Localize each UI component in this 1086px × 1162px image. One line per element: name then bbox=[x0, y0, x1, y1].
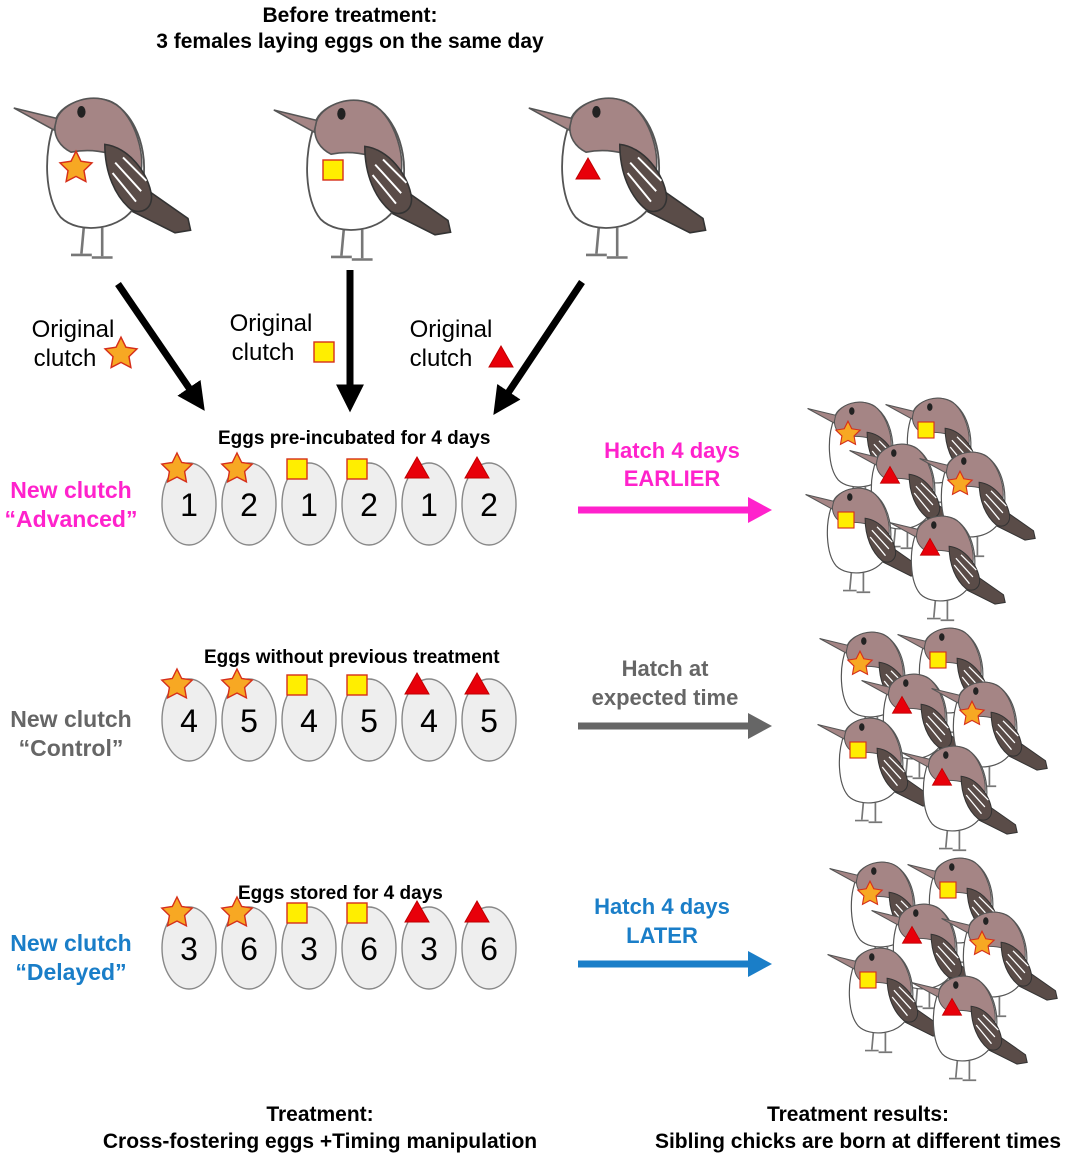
square-icon bbox=[346, 674, 368, 696]
arrow-clutch-star bbox=[115, 282, 205, 411]
header-subtitle: 3 females laying eggs on the same day bbox=[156, 30, 544, 53]
adult-bird-triangle bbox=[527, 96, 707, 259]
square-icon bbox=[939, 881, 957, 899]
egg: 2 bbox=[221, 452, 277, 546]
clutch-label-delayed: New clutch bbox=[10, 930, 132, 956]
egg: 1 bbox=[401, 456, 457, 546]
chick-group-advanced bbox=[804, 397, 1037, 622]
footer-right-title: Treatment results: bbox=[766, 1103, 950, 1126]
arrow-delayed bbox=[578, 951, 772, 977]
arrow-clutch-triangle bbox=[493, 280, 585, 415]
egg-row-control: 4 5 4 5 4 5 bbox=[161, 668, 517, 762]
egg-number: 6 bbox=[480, 931, 498, 967]
arrow-control bbox=[578, 713, 772, 739]
egg-number: 4 bbox=[180, 703, 198, 739]
egg-number: 3 bbox=[180, 931, 198, 967]
egg-number: 1 bbox=[180, 487, 198, 523]
egg-row-delayed: 3 6 3 6 3 6 bbox=[161, 896, 517, 990]
original-clutch-triangle-icon bbox=[488, 345, 514, 368]
egg: 2 bbox=[341, 458, 397, 546]
adult-bird-star bbox=[12, 96, 192, 259]
egg: 4 bbox=[161, 668, 217, 762]
original-clutch-square-icon bbox=[313, 341, 335, 363]
egg: 5 bbox=[341, 674, 397, 762]
egg: 3 bbox=[281, 902, 337, 990]
egg-number: 5 bbox=[240, 703, 258, 739]
egg-number: 6 bbox=[360, 931, 378, 967]
original-clutch-label-1: Original bbox=[31, 316, 115, 343]
egg-number: 6 bbox=[240, 931, 258, 967]
header-title: Before treatment: bbox=[262, 4, 438, 27]
egg-rows: 1 2 1 2 1 2 4 5 4 5 4 5 3 6 3 6 3 6 bbox=[161, 452, 517, 990]
egg-number: 2 bbox=[240, 487, 258, 523]
original-clutch-label-2: Original bbox=[229, 310, 313, 337]
adult-bird-square bbox=[272, 98, 452, 261]
square-icon bbox=[286, 674, 308, 696]
hatch-label-advanced: Hatch 4 days bbox=[604, 438, 740, 463]
chick-group-delayed bbox=[826, 857, 1059, 1082]
egg: 2 bbox=[461, 456, 517, 546]
chick-groups bbox=[804, 397, 1059, 1082]
egg-number: 4 bbox=[420, 703, 438, 739]
original-clutch-label-3-line2: clutch bbox=[409, 345, 473, 372]
square-icon bbox=[346, 902, 368, 924]
footer-left-subtitle: Cross-fostering eggs +Timing manipulatio… bbox=[102, 1130, 538, 1153]
clutch-label-advanced: New clutch bbox=[10, 477, 132, 503]
clutch-name-delayed: “Delayed” bbox=[15, 959, 127, 985]
egg: 6 bbox=[221, 896, 277, 990]
square-icon bbox=[346, 458, 368, 480]
footer-left-title: Treatment: bbox=[266, 1103, 374, 1126]
egg: 5 bbox=[461, 672, 517, 762]
egg-number: 5 bbox=[480, 703, 498, 739]
egg: 3 bbox=[161, 896, 217, 990]
egg: 5 bbox=[221, 668, 277, 762]
clutch-label-control: New clutch bbox=[10, 706, 132, 732]
egg-title-delayed: Eggs stored for 4 days bbox=[238, 883, 443, 904]
square-icon bbox=[849, 741, 867, 759]
egg-number: 5 bbox=[360, 703, 378, 739]
result-arrows bbox=[578, 497, 772, 977]
clutch-name-advanced: “Advanced” bbox=[4, 506, 138, 532]
egg-number: 3 bbox=[300, 931, 318, 967]
egg-number: 1 bbox=[420, 487, 438, 523]
egg-number: 1 bbox=[300, 487, 318, 523]
egg-number: 4 bbox=[300, 703, 318, 739]
hatch-sublabel-delayed: LATER bbox=[626, 923, 698, 948]
egg-number: 2 bbox=[480, 487, 498, 523]
square-icon bbox=[286, 458, 308, 480]
egg: 1 bbox=[281, 458, 337, 546]
egg-title-advanced: Eggs pre-incubated for 4 days bbox=[218, 428, 491, 449]
square-icon bbox=[859, 971, 877, 989]
egg: 6 bbox=[341, 902, 397, 990]
egg: 6 bbox=[461, 900, 517, 990]
chick-group-control bbox=[816, 627, 1049, 852]
egg: 4 bbox=[281, 674, 337, 762]
square-icon bbox=[929, 651, 947, 669]
egg: 4 bbox=[401, 672, 457, 762]
square-icon bbox=[286, 902, 308, 924]
egg: 1 bbox=[161, 452, 217, 546]
original-clutch-label-2-line2: clutch bbox=[231, 339, 295, 366]
hatch-sublabel-advanced: EARLIER bbox=[623, 466, 721, 491]
square-icon bbox=[917, 421, 935, 439]
egg-row-advanced: 1 2 1 2 1 2 bbox=[161, 452, 517, 546]
hatch-label-control: Hatch at bbox=[621, 656, 709, 681]
egg-title-control: Eggs without previous treatment bbox=[204, 647, 500, 668]
footer-right-subtitle: Sibling chicks are born at different tim… bbox=[654, 1130, 1062, 1153]
clutch-name-control: “Control” bbox=[18, 735, 124, 761]
original-clutch-label-3: Original bbox=[409, 316, 493, 343]
egg: 3 bbox=[401, 900, 457, 990]
hatch-label-delayed: Hatch 4 days bbox=[594, 894, 730, 919]
egg-number: 3 bbox=[420, 931, 438, 967]
square-icon bbox=[837, 511, 855, 529]
egg-number: 2 bbox=[360, 487, 378, 523]
arrow-advanced bbox=[578, 497, 772, 523]
original-clutch-label-1-line2: clutch bbox=[33, 345, 97, 372]
hatch-sublabel-control: expected time bbox=[591, 685, 739, 710]
